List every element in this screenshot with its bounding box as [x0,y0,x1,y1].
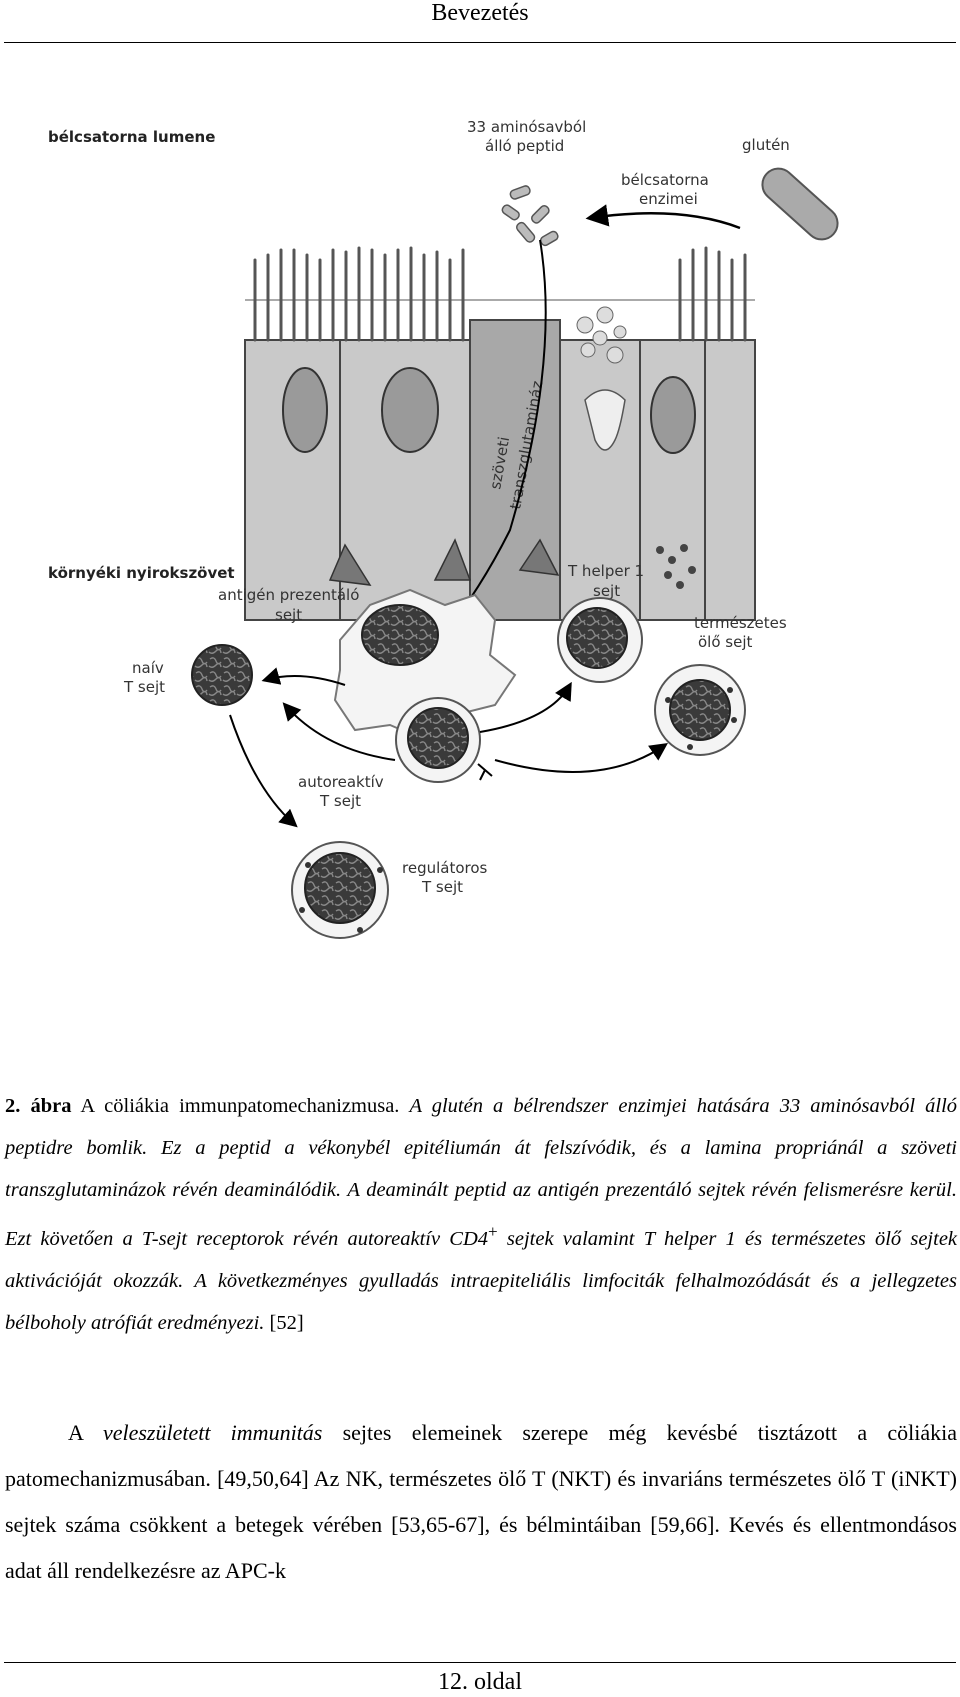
treg-cell-icon [291,841,389,939]
label-nk-line1: természetes [694,614,787,632]
label-enzymes-line2: enzimei [639,190,698,208]
label-treg-line2: T sejt [421,878,463,896]
enzyme-arrow [585,204,741,230]
gluten-icon [761,167,839,241]
autoreactive-t-cell-icon [395,697,481,783]
label-lumen: bélcsatorna lumene [48,128,215,146]
body-paragraph: A veleszületett immunitás sejtes elemein… [5,1410,957,1594]
label-naive-line2: T sejt [123,678,165,696]
footer-divider [4,1662,956,1663]
figure-caption: 2. ábra A cöliákia immunpatomechanizmusa… [5,1085,957,1344]
inhibition-mark [477,763,493,781]
label-th1-line1: T helper 1 [567,562,644,580]
label-peptide-line1: 33 aminósavból [467,118,586,136]
label-apc-line1: antigén prezentáló [218,586,359,604]
celiac-figure: bélcsatorna lumene 33 aminósavból álló p… [40,110,920,1020]
label-autoreactive-line2: T sejt [319,792,361,810]
epithelium-cells [244,246,756,621]
label-apc-line2: sejt [275,606,302,624]
paragraph-emphasis: veleszületett immunitás [102,1420,323,1445]
caption-superscript: + [488,1222,498,1241]
paragraph-start: A [68,1420,83,1445]
caption-label: 2. ábra [5,1095,72,1117]
caption-reference: [52] [269,1311,304,1334]
label-autoreactive-line1: autoreaktív [298,773,384,791]
label-th1-line2: sejt [593,582,620,600]
peptide-fragments-icon [501,185,559,247]
label-lymph: környéki nyirokszövet [48,564,235,582]
th1-cell-icon [557,597,643,683]
label-peptide-line2: álló peptid [485,137,564,155]
caption-text-2: sejtek valamint T helper 1 és természete… [5,1227,958,1334]
activation-arrows [229,667,668,828]
apc-cell-icon [333,588,517,742]
label-nk-line2: ölő sejt [698,633,753,651]
label-gluten: glutén [742,136,790,154]
caption-title: A cöliákia immunpatomechanizmusa. [80,1095,400,1117]
label-treg-line1: regulátoros [402,859,488,877]
label-enzymes-line1: bélcsatorna [621,171,709,189]
celiac-illustration: bélcsatorna lumene 33 aminósavból álló p… [48,118,839,939]
naive-t-cell-icon [191,644,253,706]
nk-cell-icon [654,664,746,756]
page-number: 12. oldal [438,1669,522,1695]
paragraph-rest: sejtes elemeinek szerepe még kevésbé tis… [5,1420,958,1583]
page-header: Bevezetés [431,0,529,26]
header-divider [4,42,956,43]
label-naive-line1: naív [132,659,164,677]
caption-text-1: A glutén a bélrendszer enzimjei hatására… [5,1095,958,1250]
